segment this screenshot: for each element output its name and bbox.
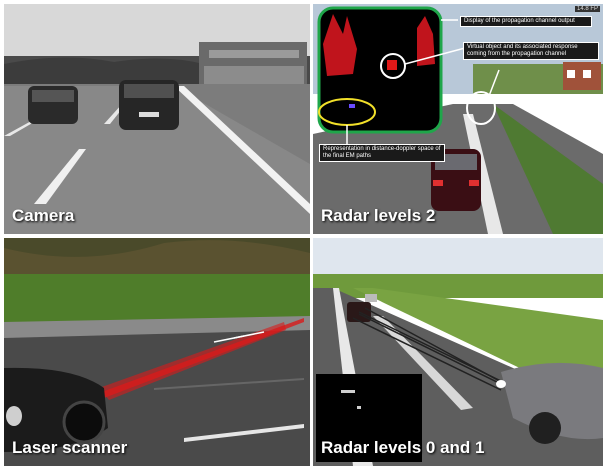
camera-view — [4, 4, 310, 234]
radar-level-0-1-view — [313, 238, 603, 466]
camera-caption: Camera — [12, 206, 75, 225]
radar-level-2-view — [313, 4, 603, 234]
channel-output-annotation: Display of the propagation channel outpu… — [460, 16, 592, 27]
camera-panel: Camera — [4, 4, 310, 234]
virtual-object-annotation: Virtual object and its associated respon… — [463, 42, 599, 60]
radar-level-0-1-panel: Radar levels 0 and 1 — [313, 238, 603, 466]
radar-level-0-1-caption: Radar levels 0 and 1 — [321, 438, 485, 457]
range-doppler-annotation: Representation in distance-doppler space… — [319, 144, 445, 162]
laser-scanner-panel: Laser scanner — [4, 238, 310, 466]
radar-level-2-panel: 14.8 FP Display of the propagation chann… — [313, 4, 603, 234]
laser-scanner-caption: Laser scanner — [12, 438, 128, 457]
fps-counter: 14.8 FP — [574, 6, 600, 12]
radar-level-2-caption: Radar levels 2 — [321, 206, 436, 225]
laser-scanner-view — [4, 238, 310, 466]
